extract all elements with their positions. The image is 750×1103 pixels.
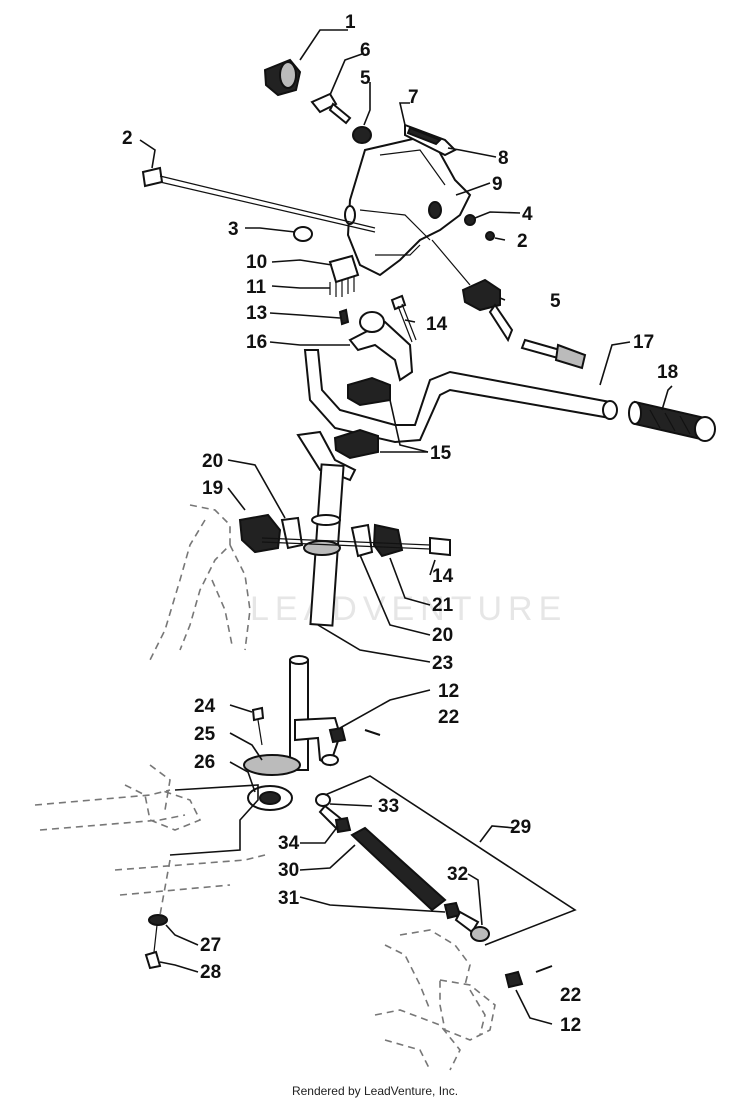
right-bushing-block — [372, 523, 404, 558]
callout-18: 18 — [657, 362, 678, 383]
castle-nut-lower — [504, 970, 524, 989]
callout-33: 33 — [378, 796, 399, 817]
callout-13: 13 — [246, 303, 267, 324]
bolt-centerline — [159, 859, 171, 916]
callout-32: 32 — [447, 864, 468, 885]
callout-30: 30 — [278, 860, 299, 881]
handlebar — [303, 349, 618, 444]
washer — [293, 226, 313, 242]
cotter-pin-upper — [364, 729, 381, 736]
callout-7: 7 — [408, 87, 419, 108]
callout-4: 4 — [522, 204, 533, 225]
right-bushing — [350, 523, 374, 558]
bearing-bracket-outline — [169, 784, 259, 856]
callout-12: 12 — [438, 681, 459, 702]
callout-14: 14 — [426, 314, 448, 335]
callout-14-lower: 14 — [432, 566, 454, 587]
callout-2: 2 — [122, 128, 133, 149]
callout-12-lower: 12 — [560, 1015, 581, 1036]
watermark: LEADVENTURE — [250, 590, 567, 628]
callout-34: 34 — [278, 833, 300, 854]
tie-rod — [350, 826, 447, 912]
tie-rod-assembly-bracket — [324, 775, 577, 946]
ghost-frame-upper — [149, 504, 251, 661]
callout-2-right: 2 — [517, 231, 528, 252]
bracket-bolt — [390, 294, 417, 343]
ignition-switch — [263, 58, 302, 97]
callout-23: 23 — [432, 653, 453, 674]
console-cover — [404, 123, 457, 157]
throttle-lever — [431, 239, 514, 343]
callout-9: 9 — [492, 174, 503, 195]
crossover-bolt — [261, 536, 451, 557]
arm-bolt — [251, 706, 265, 746]
callout-24: 24 — [194, 696, 216, 717]
switch-connector — [328, 254, 360, 326]
callout-numbers: 1 6 5 7 2 8 9 4 3 2 10 5 11 13 14 16 17 … — [122, 12, 678, 1036]
ghost-frame-lower — [34, 764, 266, 896]
retaining-nut — [352, 126, 372, 144]
left-bushing-block — [238, 513, 282, 554]
lower-bolt — [144, 914, 168, 970]
callout-21: 21 — [432, 595, 454, 616]
small-nut — [485, 231, 495, 241]
leader-lines — [139, 29, 673, 1025]
lower-bearing — [247, 785, 293, 811]
callout-16: 16 — [246, 332, 267, 353]
callout-22-lower: 22 — [560, 985, 581, 1006]
ghost-spindle — [374, 929, 496, 1071]
callout-20-lower: 20 — [432, 625, 453, 646]
callout-11: 11 — [246, 277, 267, 298]
bearing-flange — [243, 754, 301, 776]
callout-17: 17 — [633, 332, 654, 353]
callout-29: 29 — [510, 817, 531, 838]
callout-8: 8 — [498, 148, 509, 169]
mounting-bracket — [348, 311, 414, 382]
lock-washer — [464, 214, 476, 226]
callout-6: 6 — [360, 40, 371, 61]
callout-10: 10 — [246, 252, 267, 273]
callout-28: 28 — [200, 962, 221, 983]
footer-credit: Rendered by LeadVenture, Inc. — [291, 1084, 459, 1098]
callout-19: 19 — [202, 478, 223, 499]
steering-console — [344, 133, 472, 277]
callout-22: 22 — [438, 707, 459, 728]
callout-25: 25 — [194, 724, 216, 745]
callout-20: 20 — [202, 451, 223, 472]
handlebar-grip — [628, 400, 716, 442]
upper-clamp-block — [347, 376, 391, 407]
ignition-key — [310, 92, 352, 125]
jam-nut-upper — [334, 816, 352, 834]
callout-15: 15 — [430, 443, 452, 464]
callout-1: 1 — [345, 12, 356, 33]
tie-rod-end-lower — [454, 910, 490, 942]
castle-nut-upper — [328, 726, 347, 744]
callout-26: 26 — [194, 752, 215, 773]
callout-5: 5 — [360, 68, 371, 89]
steering-arm-post — [289, 655, 342, 771]
cotter-pin-lower — [535, 965, 553, 973]
callout-27: 27 — [200, 935, 221, 956]
long-mounting-bolt — [141, 166, 376, 233]
lower-clamp-block — [333, 428, 379, 460]
callout-3: 3 — [228, 219, 239, 240]
throttle-connector — [520, 338, 587, 370]
callout-5-right: 5 — [550, 291, 561, 312]
callout-31: 31 — [278, 888, 300, 909]
